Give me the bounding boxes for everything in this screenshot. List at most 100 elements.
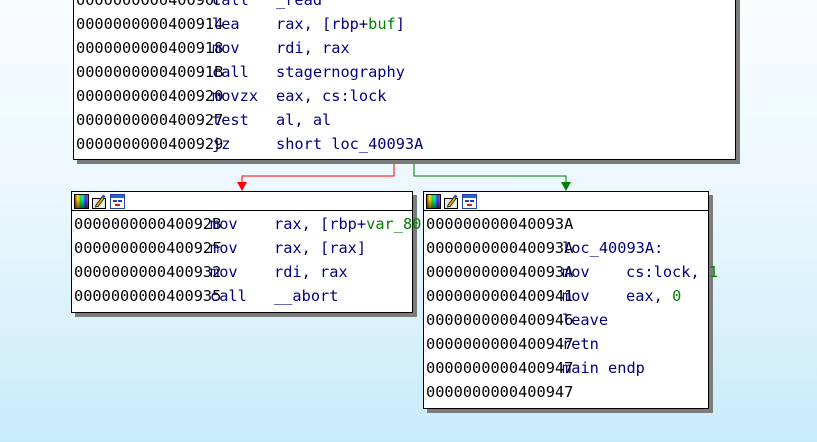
operand-text: stagernography bbox=[276, 63, 405, 81]
instruction-operands: cs:lock, 1 bbox=[626, 260, 718, 284]
line-address: 0000000000400947 bbox=[426, 335, 574, 353]
disasm-line[interactable]: 000000000040093A bbox=[424, 212, 708, 236]
instruction-operands: stagernography bbox=[276, 60, 405, 84]
line-address: 0000000000400941 bbox=[426, 287, 574, 305]
line-address: 0000000000400914 bbox=[76, 15, 224, 33]
instruction-mnemonic: mov bbox=[562, 263, 590, 281]
instruction-mnemonic: leave bbox=[562, 311, 609, 329]
operand-text: rdi, rax bbox=[274, 263, 348, 281]
instruction-mnemonic: mov bbox=[212, 39, 240, 57]
stack-variable[interactable]: buf bbox=[368, 15, 396, 33]
instruction-operands: eax, 0 bbox=[626, 284, 681, 308]
instruction-mnemonic: mov bbox=[210, 239, 238, 257]
operand-text: _read bbox=[276, 0, 323, 9]
instruction-mnemonic: lea bbox=[212, 15, 240, 33]
operand-text: eax, cs:lock bbox=[276, 87, 387, 105]
instruction-mnemonic: retn bbox=[562, 335, 599, 353]
operand-text: rax, [rbp+ bbox=[274, 215, 367, 233]
line-address: 000000000040092B bbox=[74, 215, 222, 233]
operand-text: eax, bbox=[626, 287, 673, 305]
line-address: 0000000000400935 bbox=[74, 287, 222, 305]
instruction-mnemonic: mov bbox=[210, 263, 238, 281]
line-address: 000000000040091B bbox=[76, 63, 224, 81]
operand-text: rax, [rbp+ bbox=[276, 15, 369, 33]
instruction-operands: rax, [rbp+buf] bbox=[276, 12, 405, 36]
instruction-mnemonic: call bbox=[212, 63, 249, 81]
edit-node-icon[interactable] bbox=[92, 193, 107, 209]
line-address: 0000000000400947 bbox=[426, 383, 574, 401]
operand-text: __abort bbox=[274, 287, 339, 305]
graph-view-icon[interactable] bbox=[110, 193, 125, 209]
line-address: 000000000040093A bbox=[426, 215, 574, 233]
graph-view-icon[interactable] bbox=[462, 193, 477, 209]
operand-text: al, al bbox=[276, 111, 332, 129]
instruction-mnemonic: mov bbox=[210, 215, 238, 233]
instruction-operands: eax, cs:lock bbox=[276, 84, 387, 108]
instruction-mnemonic: jz bbox=[212, 135, 231, 153]
instruction-mnemonic: mov bbox=[562, 287, 590, 305]
instruction-operands: rdi, rax bbox=[276, 36, 350, 60]
instruction-operands: rdi, rax bbox=[274, 260, 348, 284]
operand-text: rax, [rax] bbox=[274, 239, 367, 257]
line-address: 000000000040093A bbox=[426, 263, 574, 281]
instruction-operands: short loc_40093A bbox=[276, 132, 423, 156]
instruction-operands: rax, [rax] bbox=[274, 236, 366, 260]
true-branch-arrowhead bbox=[561, 182, 571, 191]
instruction-mnemonic: movzx bbox=[212, 87, 259, 105]
immediate-value: 0 bbox=[672, 287, 682, 305]
line-address: 000000000040093A bbox=[426, 239, 574, 257]
code-label[interactable]: main endp bbox=[562, 359, 645, 377]
disasm-line[interactable]: 0000000000400947 bbox=[424, 380, 708, 404]
block-toolbar bbox=[72, 192, 412, 211]
instruction-operands: _read bbox=[276, 0, 322, 12]
operand-text: short loc_40093A bbox=[276, 135, 424, 153]
false-branch-arrowhead bbox=[237, 182, 247, 191]
line-address: 0000000000400918 bbox=[76, 39, 224, 57]
edit-node-icon[interactable] bbox=[444, 193, 459, 209]
code-label[interactable]: loc_40093A: bbox=[562, 239, 664, 257]
line-address: 0000000000400927 bbox=[76, 111, 224, 129]
true-branch-edge[interactable] bbox=[413, 160, 567, 185]
color-palette-icon[interactable] bbox=[426, 193, 441, 209]
false-branch-edge[interactable] bbox=[241, 160, 395, 185]
block-toolbar bbox=[424, 192, 708, 211]
color-palette-icon[interactable] bbox=[74, 193, 89, 209]
line-address: 0000000000400946 bbox=[426, 311, 574, 329]
immediate-value: 1 bbox=[708, 263, 719, 281]
operand-text: cs:lock, bbox=[626, 263, 709, 281]
line-address: 000000000040092F bbox=[74, 239, 222, 257]
stack-variable[interactable]: var_80 bbox=[366, 215, 422, 233]
instruction-mnemonic: call bbox=[210, 287, 247, 305]
line-address: 0000000000400947 bbox=[426, 359, 574, 377]
operand-text: rdi, rax bbox=[276, 39, 350, 57]
instruction-mnemonic: call bbox=[212, 0, 249, 9]
line-address: 0000000000400920 bbox=[76, 87, 224, 105]
instruction-mnemonic: test bbox=[212, 111, 249, 129]
instruction-operands: al, al bbox=[276, 108, 331, 132]
line-address: 0000000000400929 bbox=[76, 135, 224, 153]
